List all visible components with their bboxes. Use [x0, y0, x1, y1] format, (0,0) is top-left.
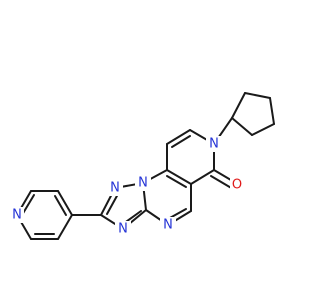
lactam-nitrogen-label: N	[209, 137, 219, 152]
bond-pyridine-3	[57, 190, 73, 216]
bond-pyridine-3-double	[54, 195, 67, 216]
atom-label-bg-triazole-bottom	[115, 221, 131, 237]
atom-label-bg-triazole-bridge	[135, 175, 151, 191]
bond-fused-2	[166, 129, 191, 145]
bond-fused-5	[190, 169, 215, 185]
triazole-bridge-nitrogen-label: N	[138, 176, 148, 191]
bond-carbonyl-2	[210, 175, 234, 190]
triazole-top-nitrogen-label: N	[110, 181, 120, 196]
bond-cyclopentyl-2	[244, 92, 271, 99]
atom-labels: N N N N N N O	[10, 136, 245, 237]
bond-pyrimidine-2-double	[166, 175, 187, 188]
atom-label-bg-pyridine-n	[10, 207, 24, 223]
pyridine-nitrogen-label: N	[12, 208, 22, 223]
canvas-background	[0, 0, 300, 300]
pyrimidine-nitrogen-label: N	[163, 218, 173, 233]
molecule-structure-diagram: N N N N N N O	[0, 0, 300, 300]
bond-cyclopentyl-3	[269, 97, 275, 125]
triazole-bottom-nitrogen-label: N	[118, 222, 128, 237]
bond-cyclopentyl-4	[251, 123, 275, 136]
bond-cyclopentyl-5	[231, 117, 253, 136]
bond-pyrimidine-2	[166, 169, 192, 185]
atom-label-bg-triazole-top	[107, 180, 123, 196]
atom-label-bg-lactam-n	[206, 136, 222, 152]
atom-label-bg-carbonyl-o	[230, 177, 245, 193]
carbonyl-oxygen-label: O	[232, 178, 242, 193]
atom-label-bg-pyrimidine-n	[160, 217, 176, 233]
bond-pyridine-4	[57, 214, 73, 240]
bond-fused-2-double	[171, 135, 191, 148]
bond-triazole-1-double	[106, 193, 119, 215]
bond-cyclopentyl-1	[231, 92, 246, 119]
